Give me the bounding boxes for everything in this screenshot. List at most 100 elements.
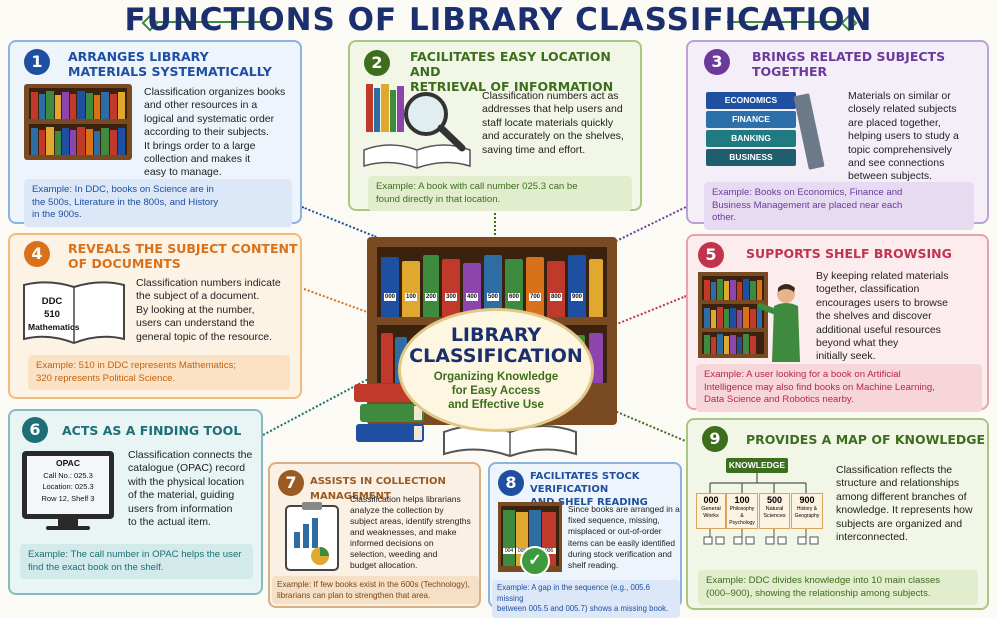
example-line: found directly in that location. — [376, 193, 501, 205]
shelf-label: 600 — [507, 293, 521, 301]
body-line: and see connections — [848, 157, 945, 170]
body-line: of the material, guiding — [128, 489, 235, 502]
body-line: informed decisions on — [350, 538, 434, 548]
example-line: Example: The call number in OPAC helps t… — [28, 549, 242, 560]
connector-2 — [494, 213, 496, 239]
heading-line: AND SHELF READING — [530, 497, 648, 508]
example-box: Example: A gap in the sequence (e.g., 00… — [492, 580, 680, 618]
example-box: Example: In DDC, books on Science are in… — [24, 179, 292, 227]
shelf-book: 100 — [402, 261, 420, 317]
body-line: selection, weeding and — [350, 549, 438, 559]
card-subject-content: 4 REVEALS THE SUBJECT CONTENT OF DOCUMEN… — [8, 233, 302, 399]
body-line: additional useful resources — [816, 323, 941, 336]
body-line: users from information — [128, 502, 233, 515]
body-line: together, classification — [816, 283, 920, 296]
example-box: Example: The call number in OPAC helps t… — [20, 544, 253, 579]
example-line: Business Management are placed near each — [712, 199, 903, 211]
body-line: encourages users to browse — [816, 296, 948, 309]
center-title-line: LIBRARY — [450, 324, 542, 346]
example-line: Intelligence may also find books on Mach… — [704, 381, 935, 393]
title-rule-left — [150, 21, 270, 23]
bookshelf-icon — [24, 84, 132, 160]
heading-line: REVEALS THE SUBJECT CONTENT — [68, 241, 298, 256]
example-line: 320 represents Political Science. — [36, 372, 176, 384]
card-collection-management: 7 ASSISTS IN COLLECTION MANAGEMENT Class… — [268, 462, 481, 608]
shelf-book: 800 — [547, 261, 565, 317]
body-line: the shelves and discover — [816, 310, 932, 323]
shelf-label: 900 — [570, 293, 584, 301]
shelf-book: 200 — [423, 255, 439, 317]
body-line: Since books are arranged in a — [568, 504, 680, 514]
card-shelf-browsing: 5 SUPPORTS SHELF BROWSING By keeping rel… — [686, 234, 989, 412]
shelf-label: 700 — [528, 293, 542, 301]
card-number: 4 — [24, 241, 50, 267]
example-line: in the 900s. — [32, 209, 82, 220]
body-line: Classification organizes books — [144, 86, 286, 98]
example-line: Data Science and Robotics nearby. — [704, 394, 854, 405]
body-line: misplaced or out-of-order — [568, 526, 662, 537]
heading-line: BRINGS RELATED SUBJECTS — [752, 49, 946, 64]
node-label: General — [701, 506, 721, 512]
shelf-label: 800 — [549, 293, 563, 301]
shelf-book: 500 — [484, 255, 502, 317]
body-line: catalogue (OPAC) record — [128, 462, 246, 475]
example-line: Example: In DDC, books on Science are in — [32, 184, 214, 195]
body-line: and other resources in a — [144, 99, 258, 112]
center-subtitle-line: and Effective Use — [448, 399, 544, 411]
example-line: Example: Books on Economics, Finance and — [712, 187, 903, 198]
body-line: closely related subjects — [848, 103, 957, 116]
shelf-book: 900 — [568, 255, 586, 317]
body-line: interconnected. — [836, 531, 908, 544]
book-label: 006 — [542, 548, 556, 554]
card-heading: REVEALS THE SUBJECT CONTENT OF DOCUMENTS — [68, 241, 298, 271]
book-label: BUSINESS — [706, 149, 796, 166]
body-line: structure and relationships — [836, 477, 960, 490]
body-line: Classification connects the — [128, 449, 253, 461]
screen-line: OPAC — [56, 458, 80, 468]
body-line: easy to manage. — [144, 166, 222, 179]
heading-line: ASSISTS IN COLLECTION MANAGEMENT — [310, 476, 446, 502]
body-line: initially seek. — [816, 350, 876, 363]
book-label: 004 — [503, 548, 515, 554]
card-location-retrieval: 2 FACILITATES EASY LOCATION AND RETRIEVA… — [348, 40, 642, 211]
body-line: general topic of the resource. — [136, 330, 272, 343]
heading-line: FACILITATES EASY LOCATION AND — [410, 49, 611, 79]
shelf-label: 300 — [444, 293, 458, 301]
body-line: and weaknesses, and make — [350, 527, 457, 537]
body-line: Classification numbers act as — [482, 90, 619, 102]
center-subtitle-line: Organizing Knowledge — [433, 371, 559, 383]
body-line: Classification helps librarians — [350, 494, 461, 504]
node-number: 900 — [799, 495, 815, 505]
body-line: By keeping related materials — [816, 270, 949, 282]
body-line: with the physical location — [128, 475, 245, 488]
shelf-book — [589, 259, 603, 317]
open-book-text: DDC 510 Mathematics — [28, 295, 80, 334]
body-line: budget allocation. — [350, 560, 418, 570]
book-label: FINANCE — [706, 111, 796, 128]
center-title: LIBRARY CLASSIFICATION — [401, 325, 591, 367]
card-number: 3 — [704, 49, 730, 75]
shelf-book: 700 — [526, 257, 544, 317]
connector-5 — [611, 295, 687, 327]
center-subtitle: Organizing Knowledge for Easy Access and… — [401, 370, 591, 412]
heading-line: PROVIDES A MAP OF KNOWLEDGE — [746, 432, 986, 447]
card-heading: SUPPORTS SHELF BROWSING — [746, 246, 952, 261]
body-line: to the actual item. — [128, 516, 211, 529]
body-line: between subjects. — [848, 170, 933, 183]
shelf-book: 400 — [463, 263, 481, 317]
connector-4 — [303, 288, 371, 314]
screen-line: Location: 025.3 — [42, 482, 94, 491]
card-number: 6 — [22, 417, 48, 443]
shelf-book: 000 — [381, 257, 399, 317]
body-line: according to their subjects. — [144, 126, 269, 139]
monitor-base — [46, 526, 90, 530]
center-subtitle-line: for Easy Access — [451, 385, 541, 397]
body-line: shelf reading. — [568, 560, 619, 571]
node-number: 100 — [734, 495, 750, 505]
shelf-book: 300 — [442, 259, 460, 317]
body-line: By looking at the number, — [136, 303, 255, 316]
card-number: 9 — [702, 426, 728, 452]
